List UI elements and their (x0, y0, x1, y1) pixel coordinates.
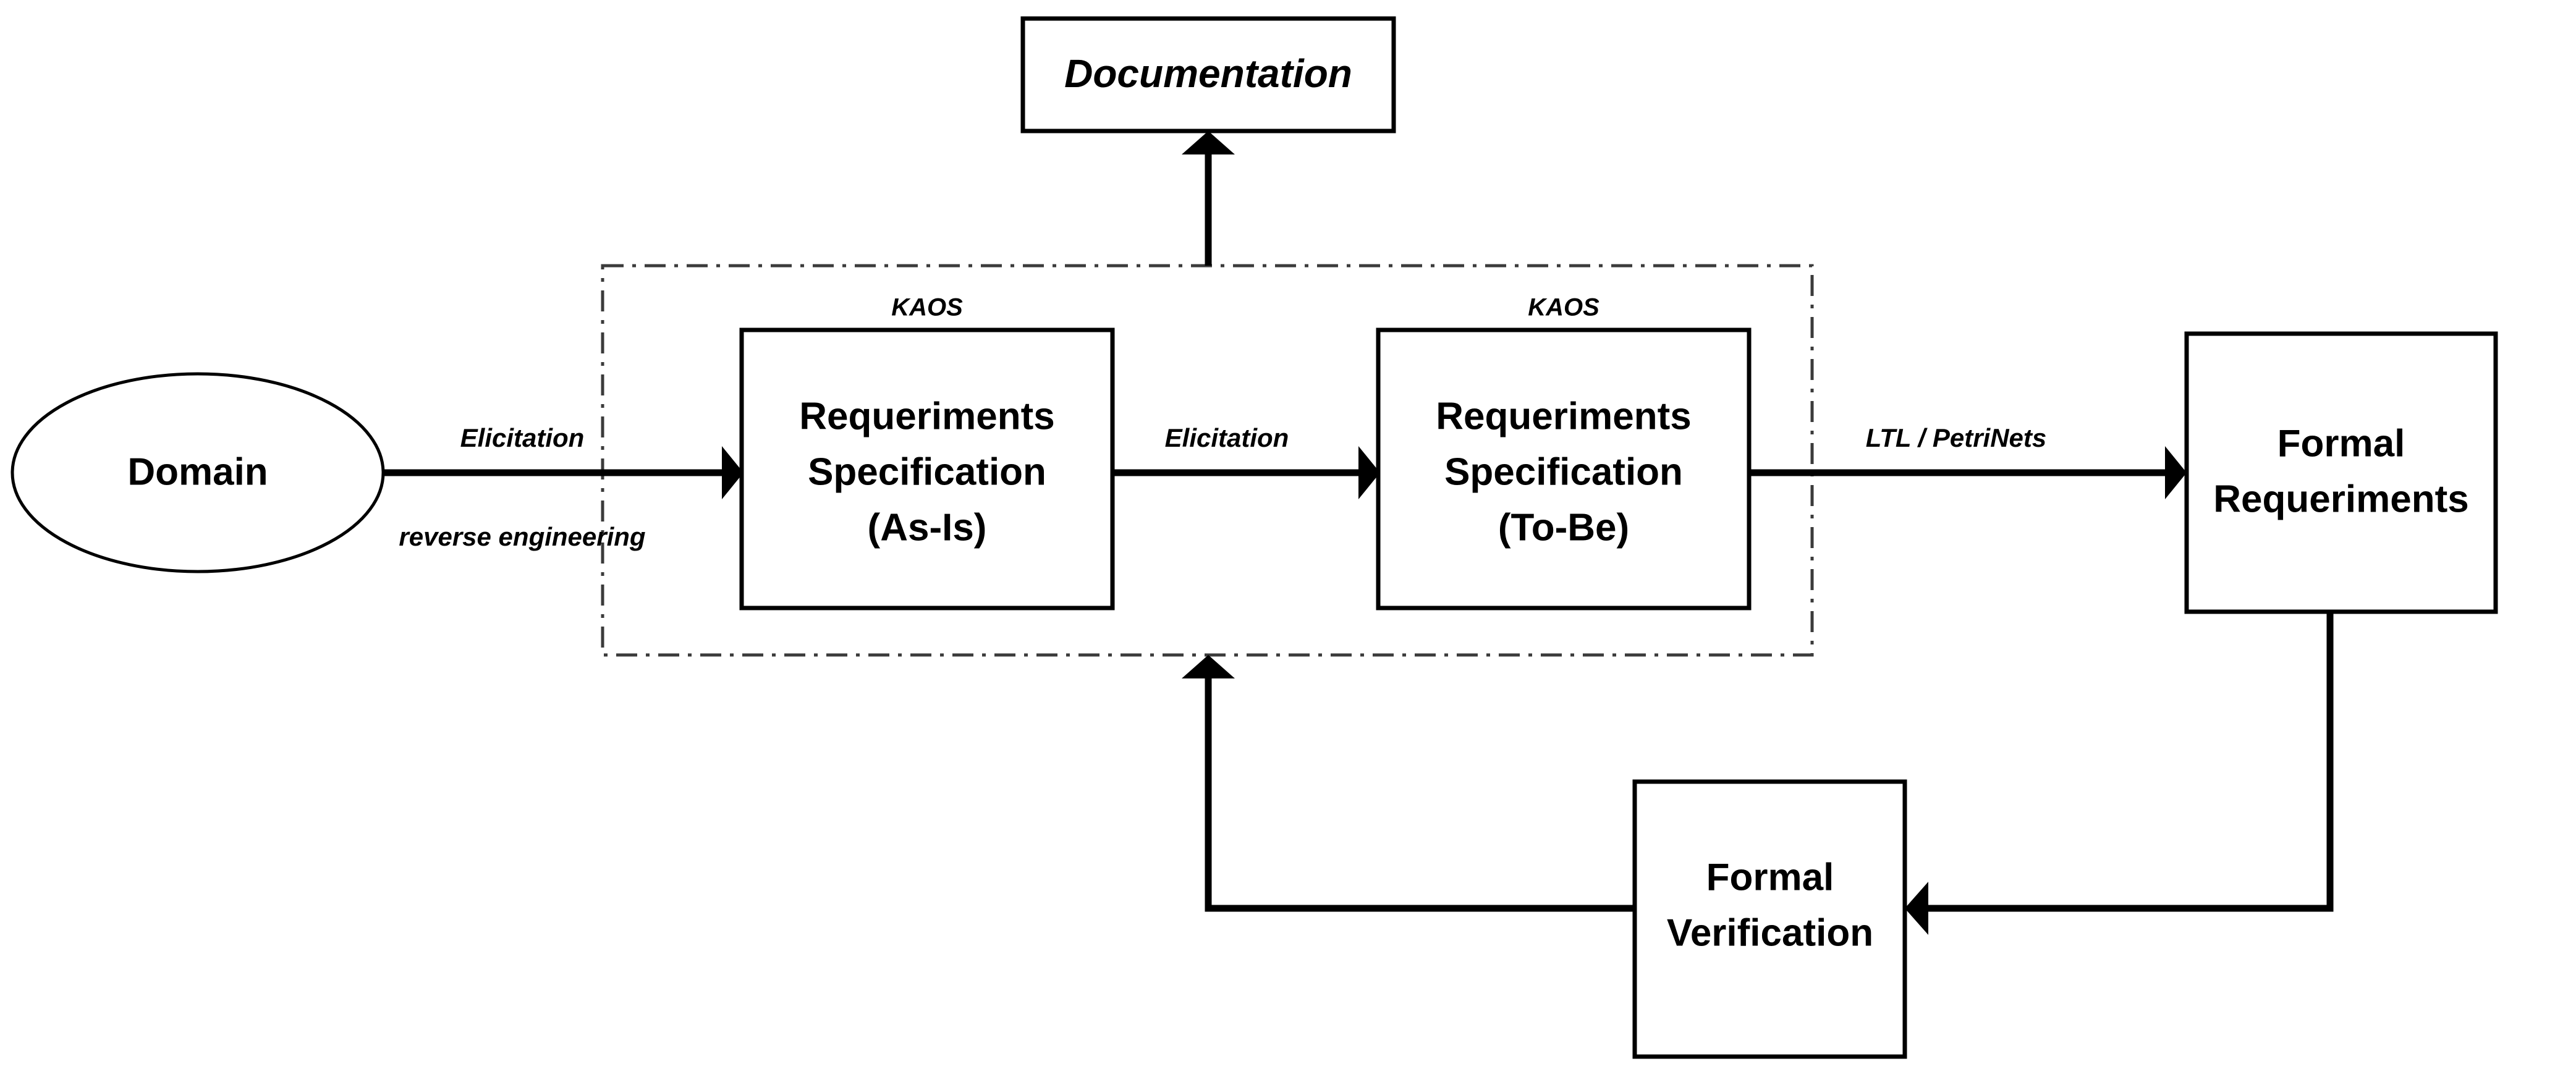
node-spec-as-is-line3: (As-Is) (868, 506, 987, 549)
node-documentation-label: Documentation (1064, 51, 1352, 96)
node-formal-requeriments-line1: Formal (2277, 422, 2405, 465)
edge-label-ltl-petrinets: LTL / PetriNets (1866, 423, 2047, 452)
arrowhead-formal-requeriments-to-verification (1905, 882, 1928, 935)
edge-label-elicitation-domain: Elicitation (460, 423, 585, 452)
connector-formal-requeriments-to-verification (1928, 612, 2334, 912)
node-spec-as-is[interactable] (739, 327, 1115, 610)
arrowhead-to-be-to-formal-requeriments (2165, 446, 2187, 499)
arrowhead-as-is-to-to-be (1358, 446, 1380, 499)
node-spec-as-is-tag: KAOS (891, 294, 963, 321)
node-spec-to-be-line3: (To-Be) (1498, 506, 1629, 549)
node-formal-requeriments[interactable] (2184, 331, 2498, 614)
arrowhead-specs-to-documentation (1182, 131, 1235, 154)
node-spec-to-be-tag: KAOS (1528, 294, 1599, 321)
node-formal-requeriments-line2: Requeriments (2213, 478, 2468, 520)
node-domain[interactable] (11, 372, 385, 573)
node-formal-verification[interactable] (1632, 779, 1907, 1059)
edge-label-elicitation-specs: Elicitation (1165, 423, 1289, 452)
node-spec-as-is-line1: Requeriments (799, 395, 1054, 437)
arrowhead-verification-feedback-to-specs (1182, 655, 1235, 678)
node-spec-to-be-line1: Requeriments (1436, 395, 1691, 437)
node-formal-verification-line2: Verification (1667, 911, 1873, 954)
node-formal-verification-line1: Formal (1706, 856, 1834, 898)
node-spec-to-be-line2: Specification (1444, 450, 1683, 493)
node-spec-to-be[interactable] (1376, 327, 1752, 610)
node-documentation[interactable] (1020, 16, 1396, 133)
node-domain-label: Domain (127, 450, 268, 493)
connector-verification-feedback-to-specs (1205, 678, 1635, 912)
node-spec-as-is-line2: Specification (808, 450, 1046, 493)
edge-label-reverse-engineering: reverse engineering (399, 522, 645, 551)
arrowhead-domain-to-as-is (722, 446, 744, 499)
